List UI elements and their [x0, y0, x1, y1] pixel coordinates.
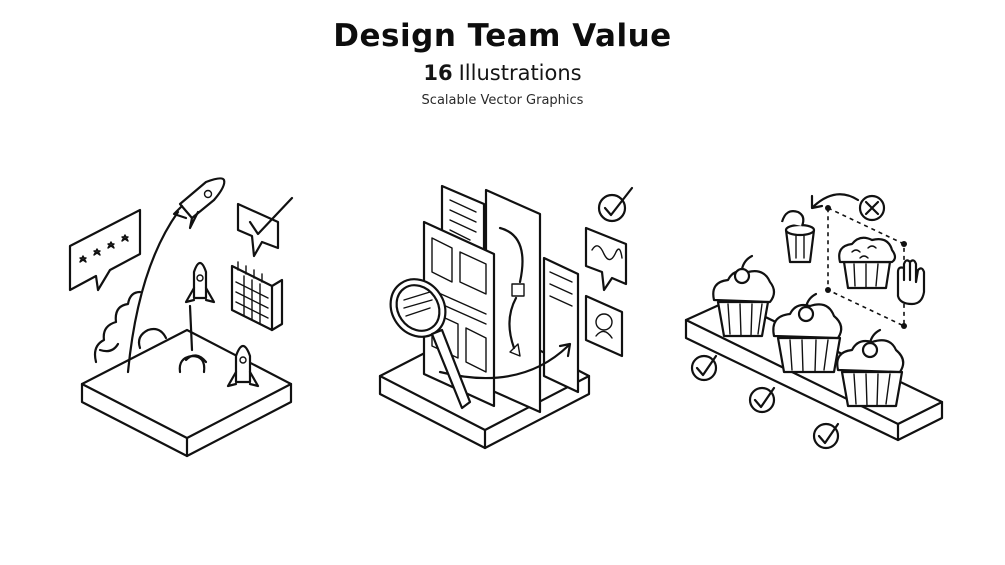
check-circle-icon: [690, 354, 718, 382]
selection-frame-icon: [825, 205, 907, 329]
rating-card-icon: [68, 208, 142, 292]
caption: Scalable Vector Graphics: [421, 93, 584, 108]
launch-trail-icon: [126, 210, 180, 374]
exhaust-line-icon: [188, 304, 194, 352]
page-title: Design Team Value: [333, 18, 672, 54]
cupcake-icon: [712, 254, 776, 338]
calendar-icon: [230, 261, 284, 332]
check-circle-icon: [597, 186, 634, 223]
chat-wave-icon: [584, 226, 628, 292]
rocket-grounded-icon: [226, 344, 260, 388]
cupcake-preview-icon: [838, 236, 897, 290]
document-review-icon: [378, 184, 634, 450]
curved-arrow-icon: [810, 193, 860, 210]
illustration-count: 16: [423, 61, 453, 85]
page-right-icon: [542, 256, 580, 394]
cup-icon: [780, 210, 816, 264]
check-circle-icon: [812, 422, 840, 450]
magnifier-icon: [389, 278, 472, 410]
profile-card-icon: [584, 294, 624, 358]
rocket-icon: [172, 177, 226, 230]
check-circle-icon: [748, 386, 776, 414]
close-circle-icon: [858, 194, 886, 222]
illustration-count-label: Illustrations: [458, 61, 582, 85]
rocket-launch-icon: [68, 177, 294, 458]
cupcake-icon: [772, 292, 843, 374]
hand-icon: [896, 259, 926, 306]
rocket-small-icon: [184, 261, 216, 304]
cupcake-production-icon: [684, 193, 944, 450]
cupcake-icon: [836, 328, 905, 408]
smoke-icon: [93, 290, 208, 374]
chat-check-icon: [236, 196, 294, 258]
